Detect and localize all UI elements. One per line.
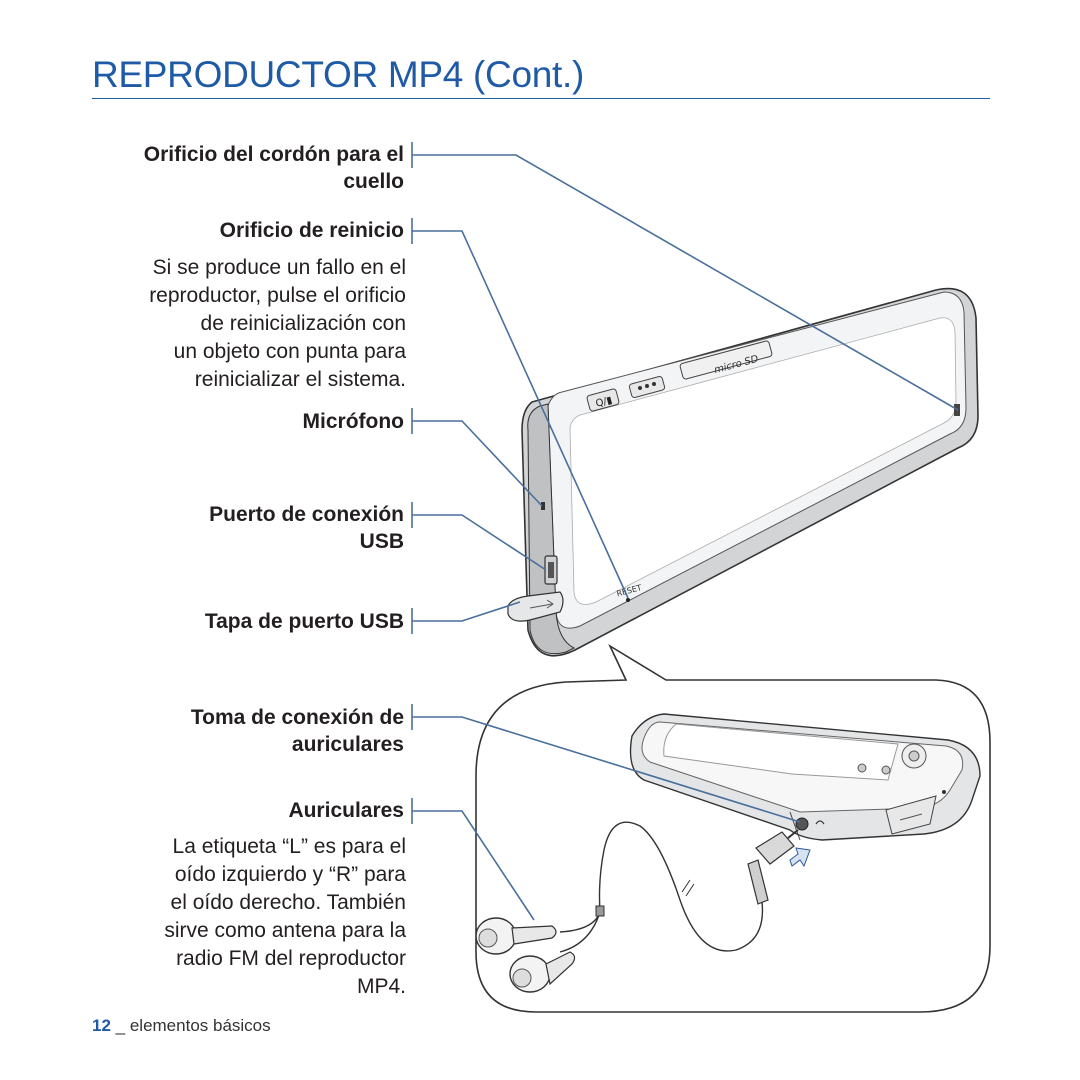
desc-line: sirve como antena para la: [164, 919, 406, 942]
desc-line: de reinicialización con: [200, 312, 406, 335]
microsd-slot: [679, 340, 773, 380]
label-usb-cap: Tapa de puerto USB: [204, 610, 404, 633]
title-rule: [92, 98, 990, 99]
insert-arrow-icon: [789, 847, 811, 868]
label-line: Toma de conexión de: [190, 706, 404, 729]
reset-hole: [626, 598, 630, 602]
earbud-left: [475, 917, 557, 955]
leader-neck-strap: [411, 142, 959, 411]
label-line: Orificio del cordón para el: [143, 143, 404, 166]
desc-line: oído izquierdo y “R” para: [174, 863, 406, 886]
earphone-plug: [747, 829, 811, 905]
label-usb-port: Puerto de conexión USB: [209, 501, 404, 555]
label-neck-strap-hole: Orificio del cordón para el cuello: [144, 141, 404, 195]
reset-description: Si se produce un fallo en el reproductor…: [149, 254, 406, 394]
usb-cap-small: [885, 795, 937, 835]
earphones-description: La etiqueta “L” es para el oído izquierd…: [164, 833, 406, 1001]
mp4-player-back: Q/▮ micro SD RESET: [507, 287, 979, 657]
microphone-hole: [541, 502, 545, 510]
label-line: auriculares: [291, 733, 404, 756]
label-line: Puerto de conexión: [209, 503, 404, 526]
leader-usb-cap: [411, 601, 521, 634]
label-microphone: Micrófono: [302, 410, 404, 433]
label-earphone-jack: Toma de conexión de auriculares: [191, 704, 404, 758]
desc-line: MP4.: [356, 975, 406, 998]
leader-usb-port: [411, 502, 547, 571]
headphone-icon: [815, 820, 825, 825]
earphone-jack: [795, 817, 809, 831]
desc-line: radio FM del reproductor: [176, 947, 406, 970]
leader-reset: [411, 218, 629, 599]
page-footer: 12 _ elementos básicos: [92, 1016, 271, 1036]
label-earphones: Auriculares: [288, 799, 404, 822]
leader-earphones: [411, 798, 535, 921]
label-reset-hole: Orificio de reinicio: [219, 219, 404, 242]
leader-lines: [411, 142, 959, 921]
desc-line: el oído derecho. También: [170, 891, 406, 914]
label-line: USB: [359, 530, 404, 553]
desc-line: La etiqueta “L” es para el: [172, 835, 406, 858]
hold-switch-label: Q/▮: [594, 395, 613, 410]
leader-microphone: [411, 408, 543, 507]
label-line: cuello: [343, 170, 404, 193]
mp4-player-front: [629, 713, 981, 841]
page-number: 12: [92, 1016, 111, 1035]
desc-line: reinicializar el sistema.: [194, 368, 406, 391]
earbud-right: [509, 951, 576, 993]
section-name: _ elementos básicos: [115, 1016, 271, 1035]
page-title: REPRODUCTOR MP4 (Cont.): [92, 54, 584, 95]
leader-earphone-jack: [411, 704, 801, 823]
desc-line: un objeto con punta para: [173, 340, 406, 363]
desc-line: Si se produce un fallo en el: [152, 256, 406, 279]
desc-line: reproductor, pulse el orificio: [149, 284, 406, 307]
